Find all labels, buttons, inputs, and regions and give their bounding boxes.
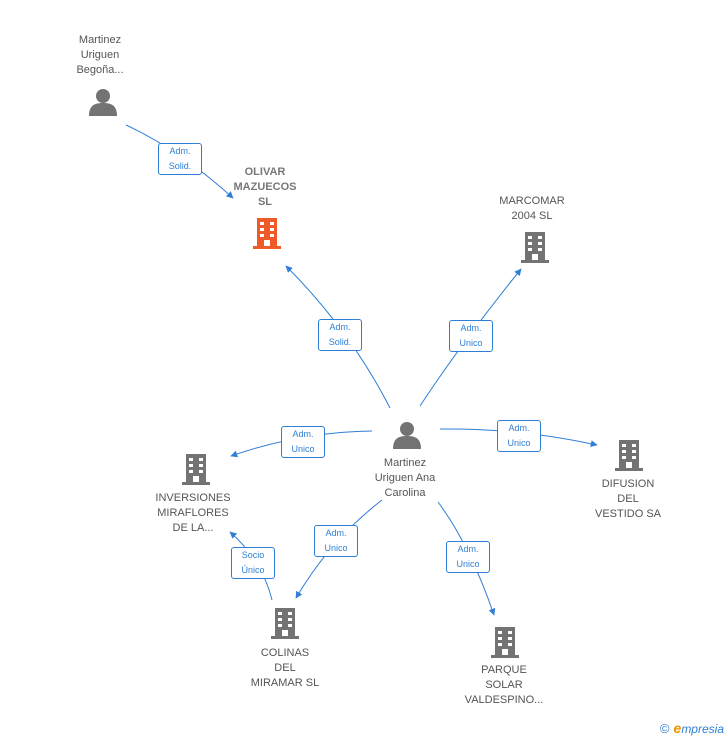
edge-label-ana-olivar[interactable]: Adm. Solid. [318, 319, 362, 351]
building-icon-olivar [253, 218, 281, 249]
brand-logo: empresia [673, 720, 724, 736]
edge-label-ana-marcomar[interactable]: Adm. Unico [449, 320, 493, 352]
node-label-colinas[interactable]: COLINAS DEL MIRAMAR SL [250, 647, 320, 689]
edge-label-colinas-inversiones[interactable]: Socio Único [231, 547, 275, 579]
building-icon-marcomar [521, 232, 549, 263]
node-label-difusion[interactable]: DIFUSION DEL VESTIDO SA [594, 478, 662, 520]
building-icon-parque [491, 627, 519, 658]
node-label-ana[interactable]: Martinez Uriguen Ana Carolina [374, 457, 436, 499]
node-label-inversiones[interactable]: INVERSIONES MIRAFLORES DE LA... [155, 492, 231, 534]
edge-label-ana-colinas[interactable]: Adm. Unico [314, 525, 358, 557]
node-label-begona[interactable]: Martinez Uriguen Begoña... [76, 34, 124, 76]
edge-label-ana-parque[interactable]: Adm. Unico [446, 541, 490, 573]
edge-label-begona-olivar[interactable]: Adm. Solid. [158, 143, 202, 175]
node-label-olivar[interactable]: OLIVAR MAZUECOS SL [233, 166, 297, 208]
building-icon-colinas [271, 608, 299, 639]
building-icon-difusion [615, 440, 643, 471]
node-label-parque[interactable]: PARQUE SOLAR VALDESPINO... [464, 664, 544, 706]
person-icon [89, 89, 117, 116]
copyright-symbol: © [659, 720, 670, 736]
edge-label-ana-difusion[interactable]: Adm. Unico [497, 420, 541, 452]
person-icon [393, 422, 421, 449]
node-label-marcomar[interactable]: MARCOMAR 2004 SL [499, 195, 565, 222]
building-icon-inversiones [182, 454, 210, 485]
brand-watermark: © empresia [660, 720, 724, 736]
edge-label-ana-inversiones[interactable]: Adm. Unico [281, 426, 325, 458]
